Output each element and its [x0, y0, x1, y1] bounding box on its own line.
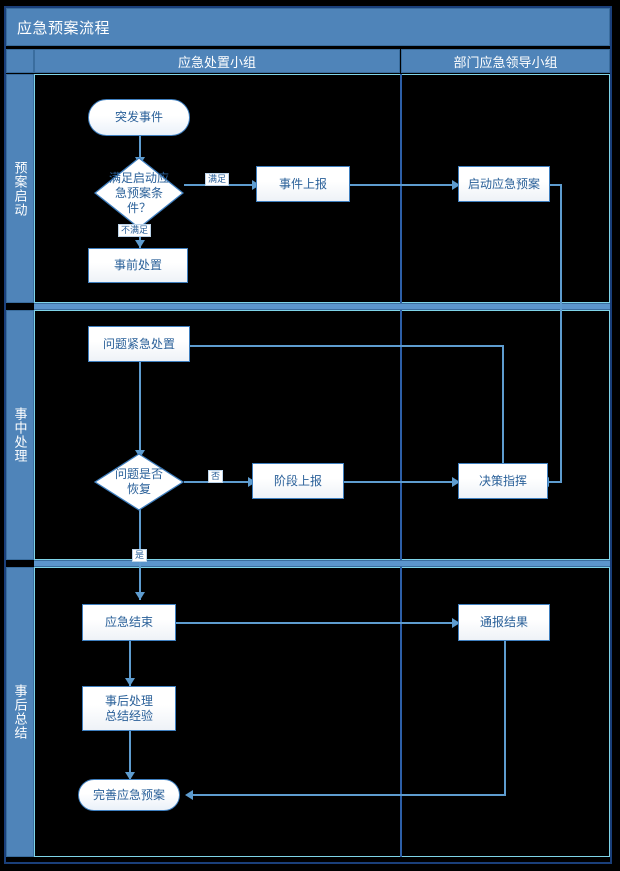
- node-label-line2: 总结经验: [104, 708, 153, 723]
- lane-label-post-summary: 事后总结: [6, 567, 34, 857]
- arrowhead-review-to-improve: [125, 772, 135, 780]
- node-incident[interactable]: 突发事件: [88, 99, 190, 136]
- connector-end-to-review: [129, 641, 131, 686]
- connector-urgent-to-recovered: [139, 361, 141, 459]
- column-header-leadership-team: 部门应急领导小组: [401, 49, 610, 73]
- header-corner-stub: [6, 49, 34, 73]
- node-emergency-end[interactable]: 应急结束: [82, 604, 176, 641]
- node-label: 事件上报: [278, 176, 327, 191]
- column-header-label: 应急处置小组: [177, 54, 256, 70]
- connector-command-to-urgent-horizontal: [176, 345, 504, 347]
- column-header-label: 部门应急领导小组: [453, 54, 558, 70]
- column-header-response-team: 应急处置小组: [34, 49, 400, 73]
- edge-label-meets: 满足: [205, 173, 230, 186]
- diagram-title-bar: 应急预案流程: [6, 8, 610, 46]
- node-condition-check[interactable]: 满足启动应 急预案条 件？: [94, 157, 184, 229]
- node-label-line2: 急预案条: [114, 185, 163, 200]
- node-recovery-check[interactable]: 问题是否 恢复: [94, 453, 184, 511]
- node-pre-handling[interactable]: 事前处置: [88, 248, 188, 283]
- node-label: 启动应急预案: [467, 176, 540, 191]
- node-label-line1: 满足启动应: [108, 170, 169, 185]
- node-activate-plan[interactable]: 启动应急预案: [458, 166, 550, 202]
- node-label-line1: 事后处理: [104, 693, 153, 708]
- lane-divider-1: [34, 303, 610, 310]
- arrowhead-condition-to-prehandle: [135, 240, 145, 248]
- node-label: 事前处置: [113, 258, 162, 272]
- node-label-group: 问题是否 恢复: [104, 467, 174, 497]
- diagram-frame: [4, 6, 612, 864]
- arrowhead-report-to-activate: [452, 180, 460, 190]
- lane-divider-2: [34, 560, 610, 567]
- column-divider-lane1: [400, 74, 402, 303]
- connector-notify-to-improve-vertical: [504, 641, 506, 796]
- column-divider-lane3: [400, 567, 402, 857]
- arrowhead-notify-to-improve: [185, 790, 193, 800]
- connector-stagereport-to-command: [344, 481, 458, 483]
- connector-incident-to-condition: [139, 136, 141, 164]
- edge-label-yes: 是: [132, 549, 148, 562]
- connector-command-to-urgent-vertical: [502, 345, 504, 465]
- node-label: 完善应急预案: [92, 787, 165, 802]
- node-label-line2: 恢复: [126, 482, 151, 496]
- connector-command-right-stub: [548, 481, 562, 483]
- connector-report-to-activate: [348, 184, 458, 186]
- arrowhead-end-to-review: [125, 678, 135, 686]
- arrowhead-end-to-notify: [452, 618, 460, 628]
- node-post-review[interactable]: 事后处理 总结经验: [82, 686, 176, 731]
- lane-label-in-process: 事中处理: [6, 310, 34, 560]
- node-urgent-handling[interactable]: 问题紧急处置: [88, 326, 190, 362]
- node-notify-result[interactable]: 通报结果: [458, 604, 550, 641]
- edge-label-not-meets: 不满足: [118, 224, 152, 237]
- connector-review-to-improve: [129, 731, 131, 779]
- node-stage-report[interactable]: 阶段上报: [252, 463, 344, 499]
- node-label-line1: 问题是否: [114, 467, 163, 481]
- lane-label-text: 预案启动: [12, 160, 28, 217]
- connector-activate-to-command-vertical: [560, 184, 562, 483]
- node-decision-command[interactable]: 决策指挥: [458, 463, 548, 499]
- node-report-incident[interactable]: 事件上报: [256, 166, 350, 202]
- lane-label-text: 事中处理: [12, 407, 28, 463]
- lane-label-plan-activation: 预案启动: [6, 74, 34, 303]
- node-label: 决策指挥: [478, 473, 527, 488]
- lane-label-text: 事后总结: [12, 684, 28, 740]
- connector-activate-right-stub: [548, 184, 562, 186]
- connector-notify-to-improve-horizontal: [192, 794, 506, 796]
- column-divider-lane2: [400, 310, 402, 560]
- arrowhead-recovered-to-end: [135, 592, 145, 600]
- node-label-group: 满足启动应 急预案条 件？: [104, 171, 174, 216]
- edge-label-no: 否: [208, 470, 224, 483]
- connector-end-to-notify: [176, 622, 458, 624]
- node-label: 应急结束: [104, 615, 153, 629]
- page-title: 应急预案流程: [17, 19, 111, 37]
- node-label: 通报结果: [479, 615, 528, 629]
- node-label-group: 事后处理 总结经验: [105, 694, 153, 724]
- node-label: 问题紧急处置: [102, 336, 175, 351]
- node-improve-plan[interactable]: 完善应急预案: [78, 779, 180, 811]
- node-label: 阶段上报: [273, 473, 322, 488]
- node-label: 突发事件: [114, 110, 163, 124]
- node-label-line3: 件？: [126, 200, 151, 215]
- diamond-shape-icon: [94, 453, 184, 511]
- arrowhead-stagereport-to-command: [452, 477, 460, 487]
